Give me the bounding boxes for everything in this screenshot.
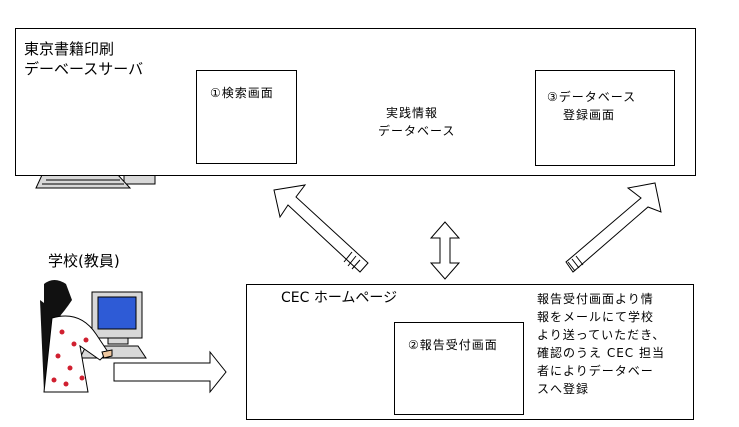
- report-screen-box: [394, 322, 524, 415]
- cec-description-line-4: 確認のうえ CEC 担当: [537, 346, 665, 360]
- cec-description-line-6: スへ登録: [537, 382, 590, 396]
- cec-description-line-5: 者によりデータベー: [537, 364, 654, 378]
- cec-description-line-1: 報告受付画面より情: [537, 292, 654, 306]
- arrow-school-to-server-icon: [273, 184, 369, 273]
- report-screen-label: ②報告受付画面: [408, 338, 498, 352]
- register-screen-label-line2: 登録画面: [563, 108, 616, 122]
- cec-description-line-3: より送っていただき、: [537, 328, 666, 342]
- register-screen-box: [535, 70, 675, 166]
- search-screen-box: [196, 70, 297, 164]
- register-screen-label-line1: ③データベース: [547, 90, 637, 104]
- double-arrow-server-cec-icon: [429, 221, 461, 280]
- arrow-cec-to-server-icon: [565, 182, 662, 273]
- cec-description-line-2: 報をメールにて学校: [537, 310, 655, 324]
- database-label-line2: データベース: [378, 124, 456, 138]
- database-label-line1: 実践情報: [386, 106, 439, 120]
- search-screen-label: ①検索画面: [210, 86, 274, 100]
- school-label: 学校(教員): [48, 252, 120, 270]
- arrow-school-to-cec-icon: [113, 350, 227, 394]
- teacher-at-computer-icon: [40, 280, 147, 393]
- server-title-line2: デーベースサーバ: [24, 60, 144, 78]
- server-title-line1: 東京書籍印刷: [24, 40, 115, 58]
- cec-title: CEC ホームページ: [281, 290, 398, 306]
